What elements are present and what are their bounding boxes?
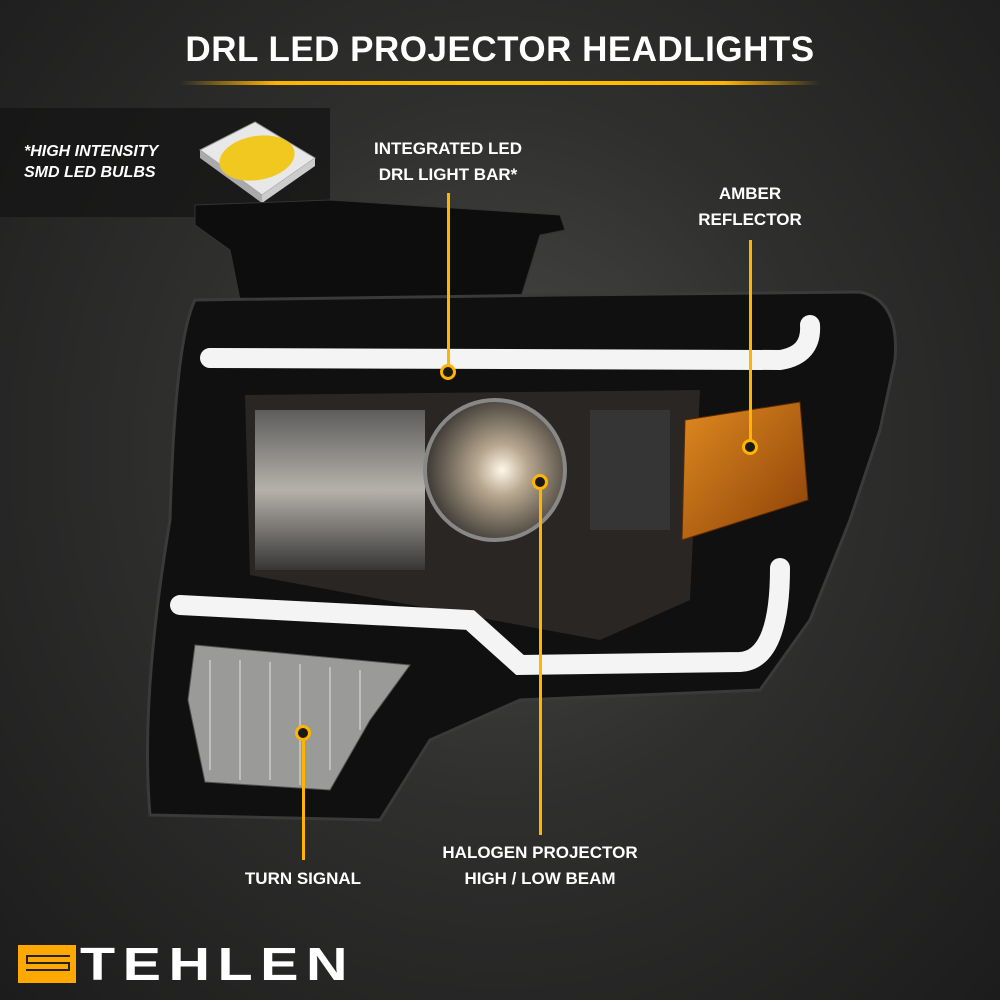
callout-projector-label: HALOGEN PROJECTOR HIGH / LOW BEAM (410, 840, 670, 892)
callout-drl-line (447, 193, 450, 365)
led-note: *HIGH INTENSITY SMD LED BULBS (24, 141, 158, 183)
callout-drl-line2: DRL LIGHT BAR* (378, 165, 518, 184)
callout-drl-line1: INTEGRATED LED (374, 139, 522, 158)
callout-drl-label: INTEGRATED LED DRL LIGHT BAR* (318, 136, 578, 188)
brand-logo-text: TEHLEN (80, 938, 355, 990)
callout-turn-dot (295, 725, 311, 741)
led-note-line1: *HIGH INTENSITY (24, 143, 159, 160)
callout-projector-dot (532, 474, 548, 490)
led-note-line2: SMD LED BULBS (24, 164, 156, 181)
brand-logo-s-mark (18, 945, 76, 983)
smd-led-chip-icon (199, 121, 316, 203)
title-underline (180, 81, 820, 85)
callout-drl-dot (440, 364, 456, 380)
callout-amber-line1: AMBER (718, 184, 782, 203)
callout-amber-dot (742, 439, 758, 455)
drl-bar-lower (170, 558, 790, 676)
drl-bar-upper (200, 315, 821, 371)
callout-turn-label: TURN SIGNAL (244, 869, 362, 888)
callout-projector-line (539, 490, 542, 835)
callout-turn-line (302, 741, 305, 860)
callout-amber-label: AMBER REFLECTOR (620, 181, 880, 233)
page-title: DRL LED PROJECTOR HEADLIGHTS (185, 30, 815, 69)
callout-projector-line2: HIGH / LOW BEAM (464, 869, 616, 888)
brand-logo: TEHLEN (18, 938, 348, 990)
callout-amber-line (749, 240, 752, 440)
callout-projector-line1: HALOGEN PROJECTOR (442, 843, 638, 862)
callout-amber-line2: REFLECTOR (698, 210, 802, 229)
